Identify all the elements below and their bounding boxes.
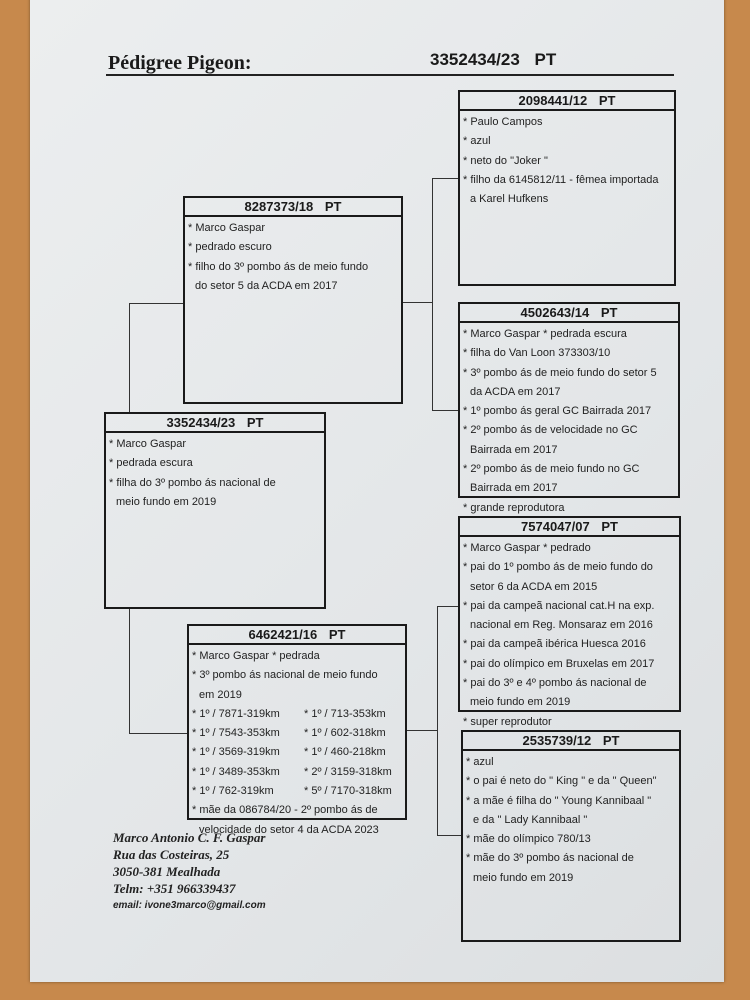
- ring-number: 6462421/16 PT: [189, 626, 405, 645]
- race-result: * 5º / 7170-318km: [304, 785, 392, 798]
- race-result: * 1º / 3569-319km: [192, 746, 280, 759]
- race-result: * 1º / 602-318km: [304, 727, 386, 740]
- pedigree-line: do setor 5 da ACDA em 2017: [195, 279, 338, 292]
- contact-block: Marco Antonio C. F. Gaspar Rua das Coste…: [113, 829, 266, 914]
- connector: [437, 606, 438, 836]
- pedigree-line: * mãe da 086784/20 - 2º pombo ás de: [192, 804, 378, 817]
- race-result: * 1º / 7543-353km: [192, 727, 280, 740]
- title-ring-number: 3352434/23 PT: [430, 50, 557, 69]
- pedigree-line: * azul: [463, 135, 491, 148]
- page-title: Pédigree Pigeon:: [108, 52, 252, 74]
- contact-city: 3050-381 Mealhada: [113, 864, 221, 879]
- ring-number: 3352434/23 PT: [106, 414, 324, 433]
- ring-number: 2535739/12 PT: [463, 732, 679, 751]
- ring-number: 2098441/12 PT: [460, 92, 674, 111]
- pedigree-line: da ACDA em 2017: [470, 385, 561, 398]
- pedigree-line: * o pai é neto do " King " e da " Queen": [466, 775, 657, 788]
- pedigree-box-sire: 8287373/18 PT * Marco Gaspar * pedrado esc…: [183, 196, 403, 404]
- connector: [432, 410, 458, 411]
- pedigree-line: Bairrada em 2017: [470, 482, 558, 495]
- connector: [432, 178, 458, 179]
- pedigree-box-sire-sire: 2098441/12 PT * Paulo Campos * azul * neto …: [458, 90, 676, 286]
- pedigree-line: setor 6 da ACDA em 2015: [470, 580, 598, 593]
- race-result: * 2º / 3159-318km: [304, 765, 392, 778]
- pedigree-line: * filho da 6145812/11 - fêmea importada: [463, 173, 659, 186]
- pedigree-line: meio fundo em 2019: [470, 696, 571, 709]
- pedigree-line: a Karel Hufkens: [470, 193, 549, 206]
- pedigree-line: * 1º pombo ás geral GC Bairrada 2017: [463, 405, 652, 418]
- ring-number: 7574047/07 PT: [460, 518, 679, 537]
- pedigree-line: * mãe do olímpico 780/13: [466, 833, 591, 846]
- pedigree-line: meio fundo em 2019: [473, 871, 574, 884]
- pedigree-line: * Marco Gaspar: [188, 222, 266, 234]
- pedigree-line: * pai da campeã nacional cat.H na exp.: [463, 599, 655, 612]
- pedigree-line: * 3º pombo ás nacional de meio fundo: [192, 669, 378, 682]
- connector: [437, 835, 461, 836]
- connector: [432, 178, 433, 411]
- pedigree-line: * pedrado escuro: [188, 241, 272, 254]
- pedigree-line: * 2º pombo ás de velocidade no GC: [463, 424, 638, 437]
- pedigree-line: velocidade do setor 4 da ACDA 2023: [199, 823, 379, 836]
- connector: [129, 733, 187, 734]
- pedigree-line: * 2º pombo ás de meio fundo no GC: [463, 463, 640, 476]
- pedigree-line: * Marco Gaspar * pedrada escura: [463, 328, 627, 340]
- pedigree-line: * pai da campeã ibérica Huesca 2016: [463, 638, 646, 651]
- race-result: * 1º / 7871-319km: [192, 707, 280, 720]
- race-result: * 1º / 762-319km: [192, 785, 274, 798]
- pedigree-line: Bairrada em 2017: [470, 443, 558, 456]
- pedigree-line: * pai do 3º e 4º pombo ás nacional de: [463, 677, 647, 690]
- pedigree-box-dam-dam: 2535739/12 PT * azul * o pai é neto do " K…: [461, 730, 681, 942]
- connector: [403, 302, 432, 303]
- connector: [129, 303, 130, 412]
- pedigree-line: * neto do "Joker ": [463, 154, 548, 167]
- connector: [129, 303, 183, 304]
- pedigree-line: * pai do 1º pombo ás de meio fundo do: [463, 561, 653, 574]
- contact-name: Marco Antonio C. F. Gaspar: [113, 830, 266, 845]
- ring-number: 4502643/14 PT: [460, 304, 678, 323]
- pedigree-line: * pedrada escura: [109, 457, 193, 470]
- pedigree-line: * azul: [466, 756, 494, 768]
- pedigree-line: * Paulo Campos: [463, 116, 543, 128]
- pedigree-line: * super reprodutor: [463, 715, 552, 728]
- contact-phone: Telm: +351 966339437: [113, 881, 236, 896]
- pedigree-line: * Marco Gaspar: [109, 438, 187, 450]
- pedigree-box-sire-dam: 4502643/14 PT * Marco Gaspar * pedrada es…: [458, 302, 680, 514]
- contact-email: email: ivone3marco@gmail.com: [113, 900, 266, 911]
- ring-number: 8287373/18 PT: [185, 198, 401, 217]
- pedigree-line: * mãe do 3º pombo ás nacional de: [466, 852, 634, 865]
- pedigree-line: * pai do olímpico em Bruxelas em 2017: [463, 657, 655, 670]
- pedigree-box-subject: 3352434/23 PT * Marco Gaspar * pedrada esc…: [104, 412, 326, 609]
- pedigree-line: * filho do 3º pombo ás de meio fundo: [188, 260, 369, 273]
- pedigree-line: meio fundo em 2019: [116, 495, 217, 508]
- pedigree-line: * filha do Van Loon 373303/10: [463, 347, 611, 360]
- pedigree-line: e da " Lady Kannibaal ": [473, 813, 588, 826]
- race-result: * 1º / 713-353km: [304, 707, 386, 720]
- pedigree-box-dam: 6462421/16 PT * Marco Gaspar * pedrada * 3…: [187, 624, 407, 836]
- pedigree-line: * grande reprodutora: [463, 501, 565, 514]
- pedigree-line: * Marco Gaspar * pedrado: [463, 542, 591, 554]
- contact-street: Rua das Costeiras, 25: [113, 847, 230, 862]
- race-result: * 1º / 3489-353km: [192, 765, 280, 778]
- connector: [437, 606, 458, 607]
- connector: [407, 730, 437, 731]
- title-rule: [106, 74, 674, 76]
- pedigree-line: * 3º pombo ás de meio fundo do setor 5: [463, 366, 657, 379]
- pedigree-box-dam-sire: 7574047/07 PT * Marco Gaspar * pedrado * p…: [458, 516, 681, 728]
- connector: [129, 609, 130, 734]
- pedigree-line: nacional em Reg. Monsaraz em 2016: [470, 619, 653, 632]
- pedigree-line: * filha do 3º pombo ás nacional de: [109, 476, 276, 489]
- pedigree-line: * a mãe é filha do " Young Kannibaal ": [466, 794, 652, 807]
- race-result: * 1º / 460-218km: [304, 746, 386, 759]
- pedigree-line: em 2019: [199, 688, 242, 701]
- pedigree-line: * Marco Gaspar * pedrada: [192, 650, 320, 662]
